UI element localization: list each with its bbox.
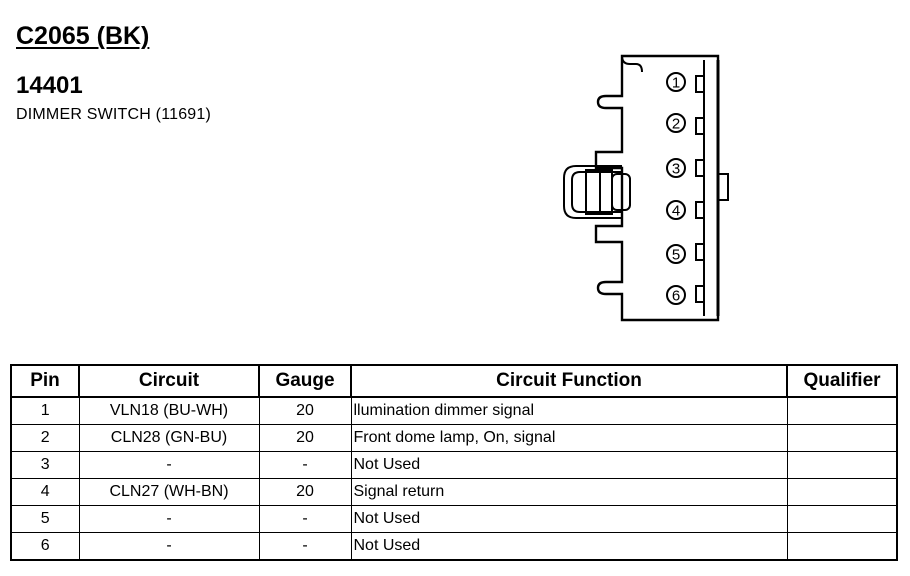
cell-circuit: CLN27 (WH-BN) (78, 478, 260, 506)
pin-5: 5 (666, 244, 686, 264)
cell-gauge: - (258, 505, 352, 533)
cell-function: Not Used (350, 532, 788, 561)
cell-function: Not Used (350, 505, 788, 533)
pin-table: Pin Circuit Gauge Circuit Function Quali… (10, 364, 898, 561)
cell-circuit: - (78, 505, 260, 533)
column-header-circuit-function: Circuit Function (350, 364, 788, 398)
cell-qualifier (786, 424, 898, 452)
connector-top-tab (621, 55, 643, 73)
pin-2: 2 (666, 113, 686, 133)
cell-circuit: - (78, 451, 260, 479)
cell-pin: 2 (10, 424, 80, 452)
column-header-circuit: Circuit (78, 364, 260, 398)
cell-qualifier (786, 451, 898, 479)
cell-pin: 5 (10, 505, 80, 533)
cell-function: Front dome lamp, On, signal (350, 424, 788, 452)
cell-circuit: - (78, 532, 260, 561)
column-header-pin: Pin (10, 364, 80, 398)
table-row: 2 CLN28 (GN-BU) 20 Front dome lamp, On, … (10, 424, 898, 452)
pin-3: 3 (666, 158, 686, 178)
table-header-row: Pin Circuit Gauge Circuit Function Quali… (10, 364, 898, 398)
cell-pin: 4 (10, 478, 80, 506)
pin-6: 6 (666, 285, 686, 305)
cell-circuit: VLN18 (BU-WH) (78, 396, 260, 425)
cell-circuit: CLN28 (GN-BU) (78, 424, 260, 452)
cell-gauge: - (258, 451, 352, 479)
cell-pin: 1 (10, 396, 80, 425)
pin-5-label: 5 (672, 247, 680, 264)
column-header-qualifier: Qualifier (786, 364, 898, 398)
connector-teeth (695, 75, 704, 303)
pin-4: 4 (666, 200, 686, 220)
pin-1: 1 (666, 72, 686, 92)
part-number: 14401 (16, 72, 83, 99)
connector-body (594, 54, 720, 322)
cell-gauge: 20 (258, 396, 352, 425)
cell-pin: 6 (10, 532, 80, 561)
table-row: 6 - - Not Used (10, 532, 898, 561)
pin-1-label: 1 (672, 75, 680, 92)
pin-3-label: 3 (672, 161, 680, 178)
table-row: 4 CLN27 (WH-BN) 20 Signal return (10, 478, 898, 506)
connector-side-latch (717, 173, 729, 201)
cell-qualifier (786, 478, 898, 506)
cell-gauge: - (258, 532, 352, 561)
connector-title: C2065 (BK) (16, 22, 150, 50)
pin-6-label: 6 (672, 288, 680, 305)
cell-pin: 3 (10, 451, 80, 479)
cell-function: llumination dimmer signal (350, 396, 788, 425)
cell-gauge: 20 (258, 424, 352, 452)
part-description: DIMMER SWITCH (11691) (16, 106, 212, 123)
connector-lock-latch (563, 165, 631, 219)
table-row: 5 - - Not Used (10, 505, 898, 533)
column-header-gauge: Gauge (258, 364, 352, 398)
cell-qualifier (786, 396, 898, 425)
cell-function: Not Used (350, 451, 788, 479)
table-row: 1 VLN18 (BU-WH) 20 llumination dimmer si… (10, 396, 898, 425)
cell-function: Signal return (350, 478, 788, 506)
pin-4-label: 4 (672, 203, 680, 220)
table-row: 3 - - Not Used (10, 451, 898, 479)
cell-gauge: 20 (258, 478, 352, 506)
cell-qualifier (786, 505, 898, 533)
pin-2-label: 2 (672, 116, 680, 133)
cell-qualifier (786, 532, 898, 561)
connector-diagram: 1 2 3 4 5 6 (563, 54, 729, 322)
